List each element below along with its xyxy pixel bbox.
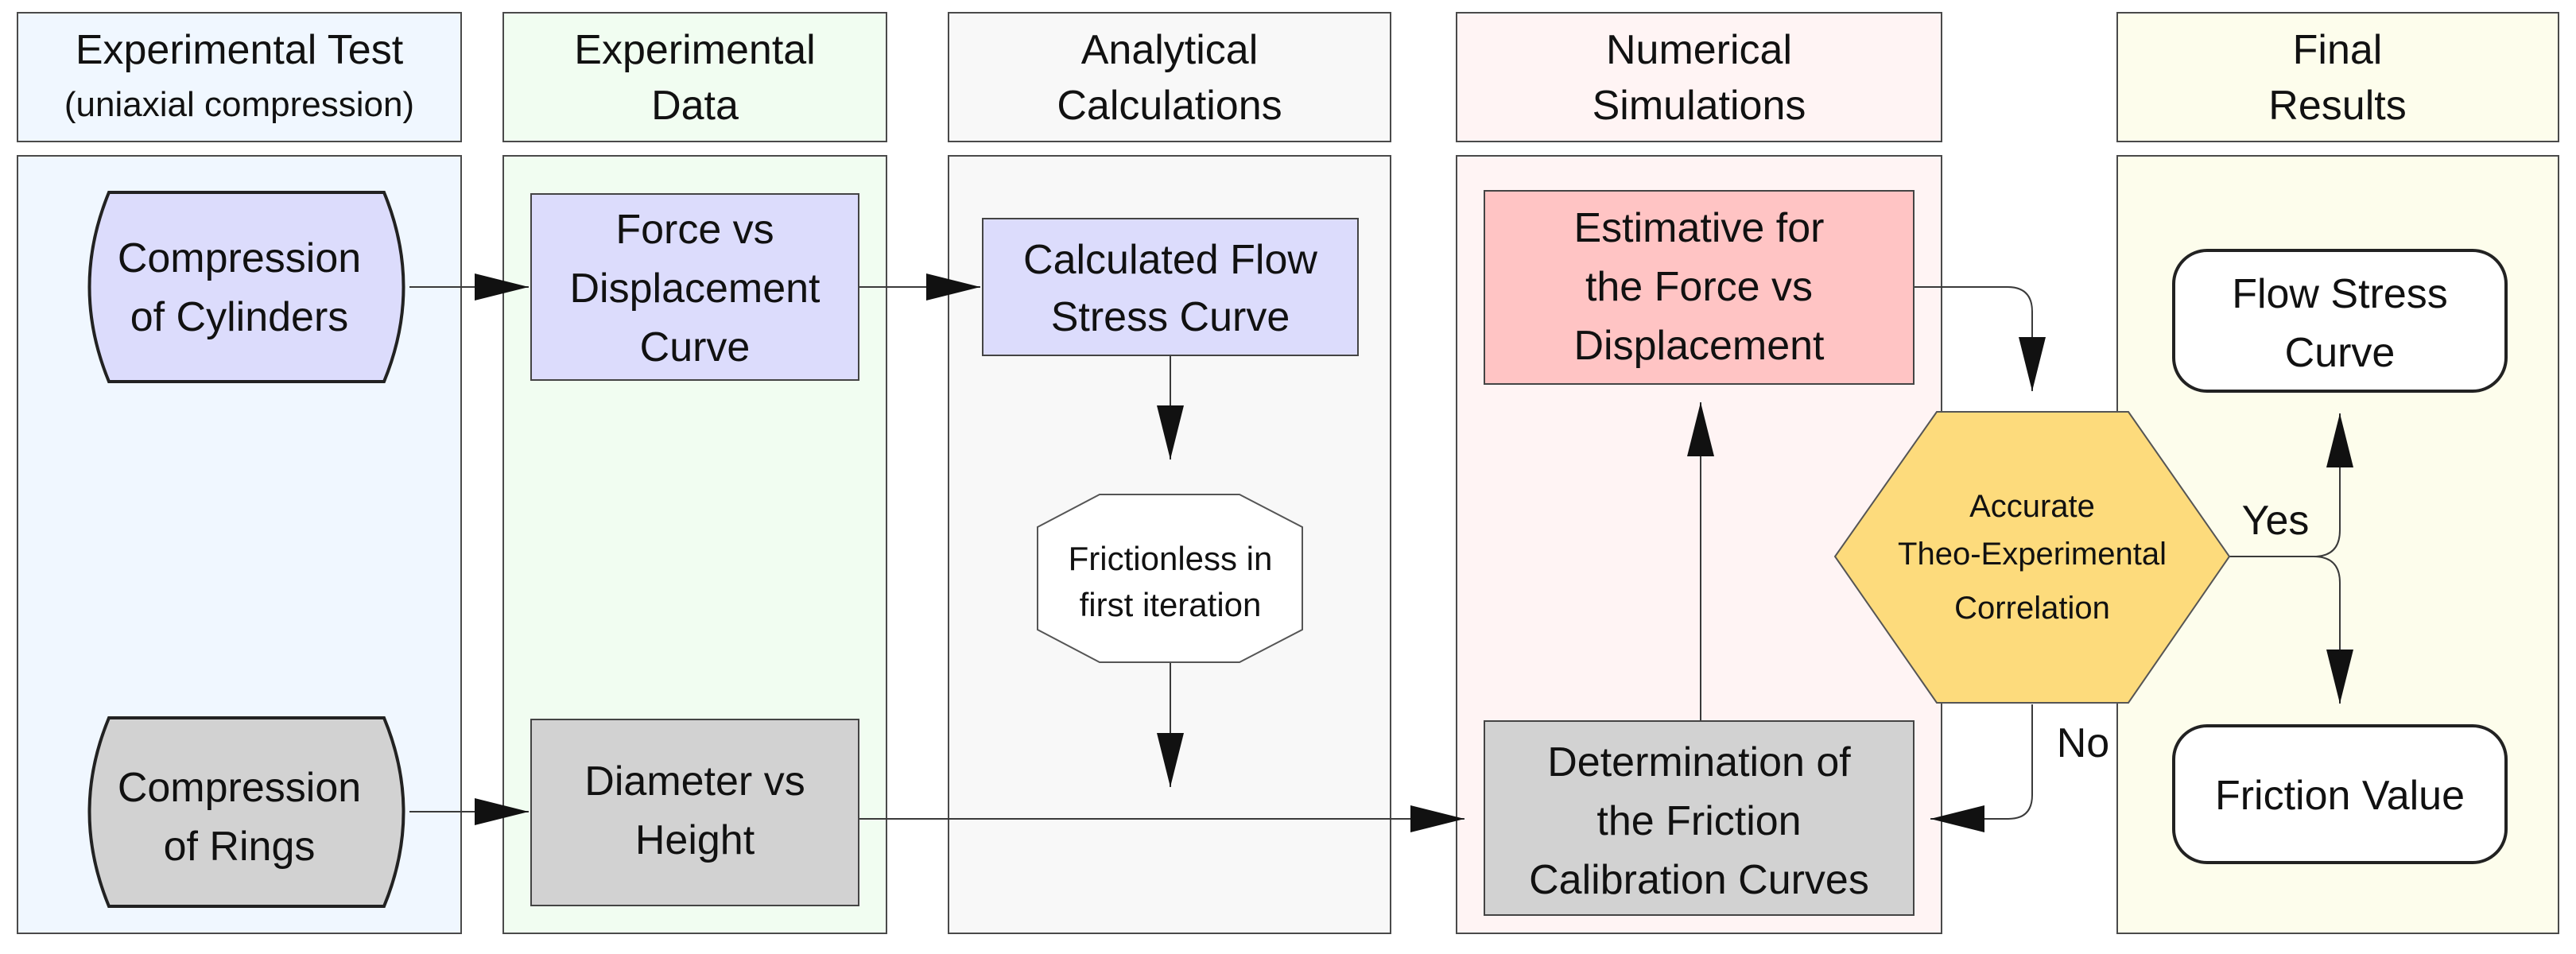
process-box [530,719,859,906]
column-header-box [2116,12,2559,142]
node-label-line: Height [635,817,755,863]
column-header-title: Final [2293,27,2383,73]
arrow-decision-no-to-calibration [1930,704,2033,832]
node-force-vs-displacement: Force vs Displacement Curve [530,193,859,381]
column-header-box [17,12,462,142]
column-header-title-line2: Data [651,83,739,129]
decision-diamond [1833,411,2231,704]
octagon-shape [1037,494,1303,663]
column-header-box [948,12,1391,142]
node-label-line: Estimative for [1574,205,1825,251]
process-box [1484,720,1915,916]
column-header-title: Experimental Test [76,27,404,73]
connectors [409,273,2353,832]
terminator-shape [87,191,405,383]
node-estimative: Estimative for the Force vs Displacement [1484,190,1915,385]
column-header-title: Numerical [1606,27,1792,73]
node-label-line: Frictionless in [1069,540,1273,577]
process-box [1484,190,1915,385]
node-label-line: of Rings [164,824,316,870]
node-label-line: Curve [2285,330,2396,376]
arrow-estimative-to-decision [1914,286,2046,391]
terminator-box [2172,724,2508,864]
column-header-box [502,12,887,142]
node-label-line: Compression [118,765,361,811]
node-label-line: Theo-Experimental [1898,537,2167,572]
terminator-shape [87,716,405,908]
node-label-line: first iteration [1080,586,1262,623]
node-label-line: the Friction [1596,798,1801,844]
column-header-title-line2: Calculations [1057,83,1282,129]
column-analytical-calculations: Analytical Calculations [948,12,1391,934]
column-header-subtitle: (uniaxial compression) [64,85,414,124]
column-header-box [1456,12,1942,142]
process-box [982,218,1359,356]
arrow-decision-to-friction [2313,556,2353,704]
node-frictionless: Frictionless in first iteration [1037,494,1303,663]
node-label-line: Accurate [1969,489,2095,524]
node-friction-value: Friction Value [2172,724,2508,864]
node-label-line: Diameter vs [584,758,805,805]
column-header-title: Experimental [574,27,815,73]
node-label-line: Stress Curve [1051,294,1290,340]
node-label-line: Force vs [615,207,774,253]
node-label-line: the Force vs [1585,264,1813,310]
node-compression-of-rings: Compression of Rings [87,716,405,908]
node-flow-stress-result: Flow Stress Curve [2172,249,2508,393]
node-label-line: Friction Value [2215,773,2465,819]
process-box [530,193,859,381]
branch-label-yes: Yes [2242,498,2310,544]
node-compression-of-cylinders: Compression of Cylinders [87,191,405,383]
node-label-line: Displacement [1573,323,1825,369]
node-label-line: Calculated Flow [1023,237,1317,283]
column-header-title-line2: Simulations [1593,83,1806,129]
column-header-title-line2: Results [2268,83,2406,129]
node-label-line: of Cylinders [130,294,349,340]
node-label-line: Correlation [1954,591,2110,626]
node-decision-accurate-correlation: Accurate Theo-Experimental Correlation [1833,411,2231,704]
node-calculated-flow-stress: Calculated Flow Stress Curve [982,218,1359,356]
node-label-line: Calibration Curves [1529,857,1869,903]
terminator-box [2172,249,2508,393]
node-label-line: Determination of [1547,739,1851,785]
node-friction-calibration: Determination of the Friction Calibratio… [1484,720,1915,916]
column-header-title: Analytical [1081,27,1259,73]
node-label-line: Flow Stress [2232,271,2448,317]
node-label-line: Displacement [569,266,821,312]
node-diameter-vs-height: Diameter vs Height [530,719,859,906]
branch-label-no: No [2057,720,2109,766]
node-label-line: Compression [118,235,361,281]
node-label-line: Curve [640,324,751,370]
